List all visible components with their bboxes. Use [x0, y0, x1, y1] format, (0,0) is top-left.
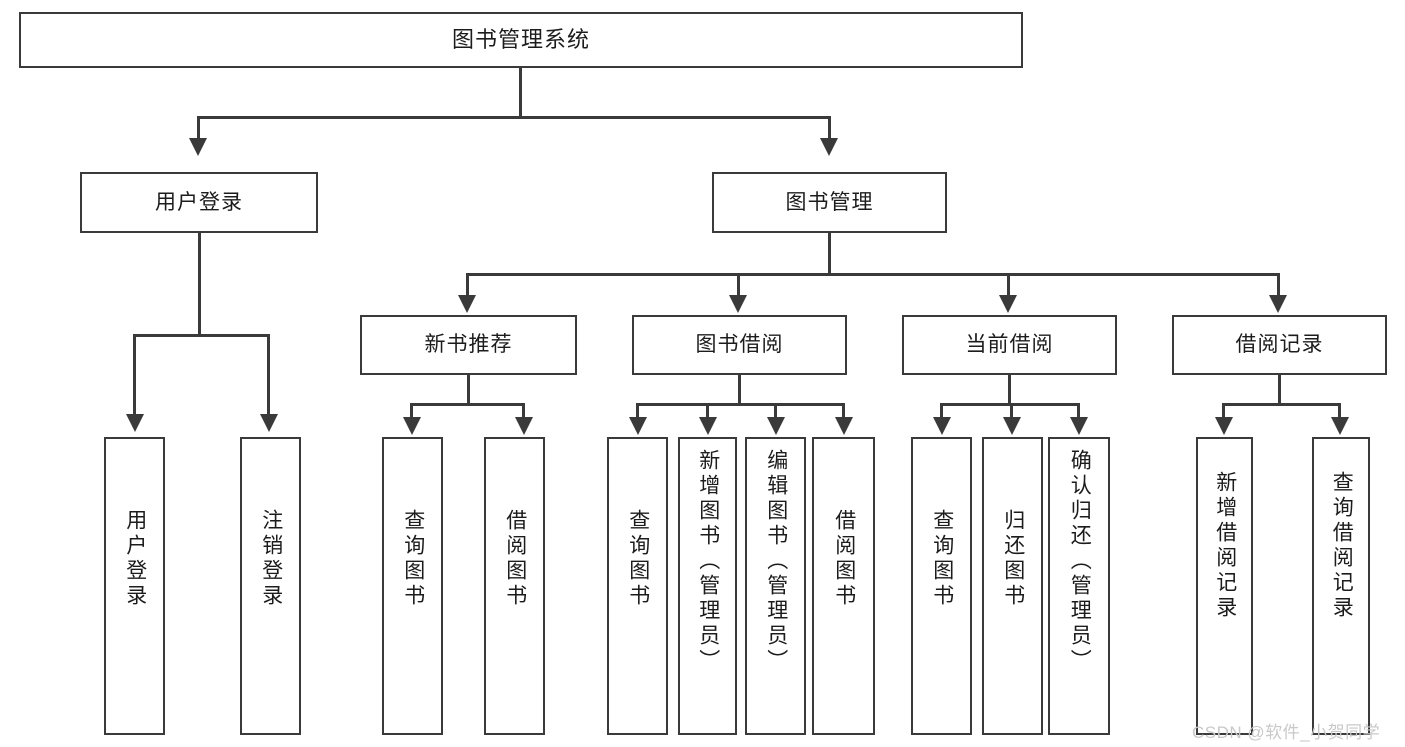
- node-label: 图书借阅: [695, 333, 784, 357]
- arrowhead-book-manage: [820, 138, 838, 156]
- arrowhead-leaf-confirm-return: [1070, 417, 1088, 435]
- connector-br-drop-1: [1222, 403, 1225, 419]
- node-label: 用户登录: [155, 190, 243, 214]
- arrowhead-leaf-borrow-book-1: [515, 417, 533, 435]
- connector-bb-bar: [636, 403, 845, 406]
- node-label: 借阅图书: [832, 509, 856, 609]
- node-leaf-borrow-book-2[interactable]: 借阅图书: [812, 437, 875, 735]
- node-label: 注销登录: [259, 509, 283, 609]
- node-leaf-query-book-1[interactable]: 查询图书: [382, 437, 443, 735]
- arrowhead-leaf-query-book-1: [403, 417, 421, 435]
- node-book-manage[interactable]: 图书管理: [712, 172, 947, 233]
- node-label: 新增图书（管理员）: [696, 449, 720, 674]
- node-leaf-borrow-book-1[interactable]: 借阅图书: [484, 437, 545, 735]
- node-label: 新增借阅记录: [1213, 471, 1237, 621]
- node-label: 借阅记录: [1235, 333, 1324, 357]
- connector-cb-drop-1: [940, 403, 943, 419]
- connector-bb-drop-3: [774, 403, 777, 419]
- node-label: 新书推荐: [424, 333, 513, 357]
- connector-bm-drop-4: [1277, 273, 1280, 297]
- connector-root-to-book-manage: [828, 116, 831, 140]
- arrowhead-borrow-record: [1269, 295, 1287, 313]
- connector-br-stem: [1278, 375, 1281, 405]
- connector-bb-drop-2: [706, 403, 709, 419]
- connector-book-manage-bar: [466, 273, 1280, 276]
- connector-cb-stem: [1008, 375, 1011, 405]
- arrowhead-leaf-add-book: [699, 417, 717, 435]
- connector-cb-drop-3: [1077, 403, 1080, 419]
- arrowhead-leaf-logout: [260, 414, 278, 432]
- arrowhead-new-book-recommend: [458, 295, 476, 313]
- node-label: 查询图书: [401, 509, 425, 609]
- node-leaf-query-book-3[interactable]: 查询图书: [911, 437, 972, 735]
- node-book-borrow[interactable]: 图书借阅: [632, 315, 847, 375]
- node-label: 图书管理系统: [451, 26, 590, 52]
- node-leaf-confirm-return[interactable]: 确认归还（管理员）: [1048, 437, 1110, 735]
- arrowhead-leaf-user-login: [126, 414, 144, 432]
- node-user-login[interactable]: 用户登录: [80, 172, 318, 233]
- arrowhead-leaf-query-book-3: [933, 417, 951, 435]
- node-label: 归还图书: [1001, 509, 1025, 609]
- arrowhead-user-login: [189, 138, 207, 156]
- connector-bb-drop-4: [842, 403, 845, 419]
- node-borrow-record[interactable]: 借阅记录: [1172, 315, 1387, 375]
- arrowhead-leaf-edit-book: [767, 417, 785, 435]
- connector-bm-drop-1: [466, 273, 469, 297]
- connector-nbr-drop-2: [522, 403, 525, 419]
- connector-user-login-bar: [133, 334, 270, 337]
- node-label: 编辑图书（管理员）: [764, 449, 788, 674]
- node-current-borrow[interactable]: 当前借阅: [902, 315, 1117, 375]
- connector-root-to-user-login: [197, 116, 200, 140]
- connector-nbr-stem: [467, 375, 470, 405]
- node-new-book-recommend[interactable]: 新书推荐: [360, 315, 577, 375]
- node-label: 查询借阅记录: [1330, 471, 1354, 621]
- connector-br-bar: [1222, 403, 1341, 406]
- connector-br-drop-2: [1338, 403, 1341, 419]
- arrowhead-book-borrow: [729, 295, 747, 313]
- node-leaf-logout[interactable]: 注销登录: [240, 437, 301, 735]
- arrowhead-leaf-borrow-book-2: [835, 417, 853, 435]
- connector-root-bar: [197, 116, 831, 119]
- connector-bb-drop-1: [636, 403, 639, 419]
- node-label: 借阅图书: [503, 509, 527, 609]
- node-leaf-query-book-2[interactable]: 查询图书: [607, 437, 668, 735]
- connector-nbr-bar: [410, 403, 525, 406]
- connector-nbr-drop-1: [410, 403, 413, 419]
- node-label: 用户登录: [123, 509, 147, 609]
- node-root-system[interactable]: 图书管理系统: [19, 12, 1023, 68]
- arrowhead-leaf-query-record: [1331, 417, 1349, 435]
- arrowhead-current-borrow: [999, 295, 1017, 313]
- node-leaf-edit-book[interactable]: 编辑图书（管理员）: [745, 437, 806, 735]
- connector-root-stem: [519, 68, 522, 118]
- connector-user-login-stem: [198, 233, 201, 336]
- arrowhead-leaf-return-book: [1003, 417, 1021, 435]
- node-label: 确认归还（管理员）: [1068, 449, 1092, 674]
- node-leaf-add-book[interactable]: 新增图书（管理员）: [678, 437, 737, 735]
- connector-bm-drop-3: [1007, 273, 1010, 297]
- node-leaf-return-book[interactable]: 归还图书: [982, 437, 1043, 735]
- node-label: 查询图书: [930, 509, 954, 609]
- connector-user-login-drop-1: [133, 334, 136, 416]
- node-leaf-user-login[interactable]: 用户登录: [104, 437, 165, 735]
- node-leaf-add-record[interactable]: 新增借阅记录: [1196, 437, 1253, 735]
- connector-user-login-drop-2: [267, 334, 270, 416]
- node-leaf-query-record[interactable]: 查询借阅记录: [1312, 437, 1370, 735]
- node-label: 图书管理: [785, 190, 874, 214]
- node-label: 查询图书: [626, 509, 650, 609]
- connector-bm-drop-2: [737, 273, 740, 297]
- connector-book-manage-stem: [828, 233, 831, 276]
- arrowhead-leaf-add-record: [1215, 417, 1233, 435]
- connector-bb-stem: [738, 375, 741, 405]
- arrowhead-leaf-query-book-2: [629, 417, 647, 435]
- connector-cb-drop-2: [1010, 403, 1013, 419]
- node-label: 当前借阅: [965, 333, 1054, 357]
